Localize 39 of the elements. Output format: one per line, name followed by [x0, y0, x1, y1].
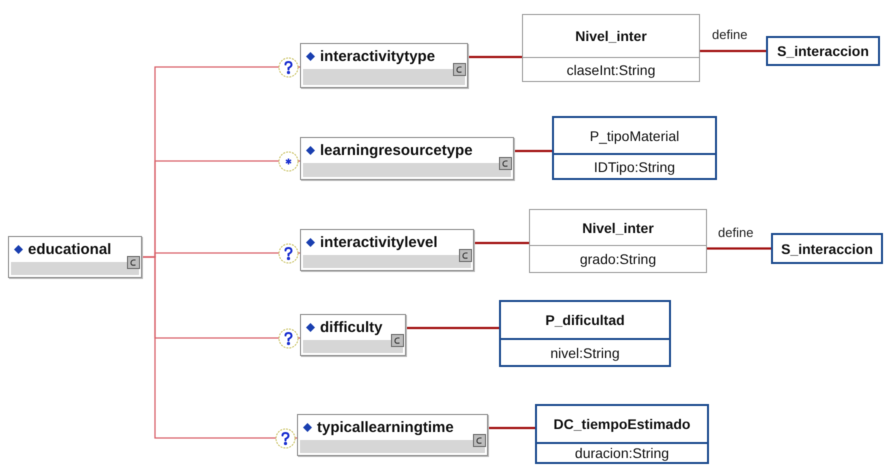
- element-box: [297, 414, 488, 456]
- class-box: S_interaccion: [771, 233, 883, 264]
- class-name: P_tipoMaterial: [590, 128, 680, 144]
- edge-label: define: [711, 27, 748, 42]
- class-box: [529, 209, 707, 273]
- element-box: [8, 236, 142, 278]
- element-name: typicallearningtime: [317, 419, 454, 436]
- attribute-text: duracion:String: [574, 445, 670, 461]
- attribute-text: nivel:String: [550, 344, 620, 360]
- class-name: Nivel_inter: [582, 220, 654, 236]
- connector-line: [406, 326, 499, 330]
- class-box: [499, 300, 671, 367]
- class-box: [535, 404, 709, 464]
- connector-line: [707, 247, 771, 250]
- element-box: [300, 314, 406, 356]
- edge-label: define: [717, 224, 754, 240]
- class-box: [552, 116, 717, 180]
- class-box: S_interaccion: [766, 36, 880, 66]
- connector-line: [468, 56, 522, 58]
- connector-line: [142, 256, 297, 439]
- element-name: difficulty: [320, 319, 382, 336]
- element-box: [300, 229, 474, 271]
- class-name: P_dificultad: [545, 312, 625, 328]
- attribute-text: grado:String: [580, 251, 656, 267]
- class-box: [522, 14, 700, 82]
- connector-line: [488, 426, 535, 430]
- connector-line: [474, 242, 529, 244]
- element-box: [300, 43, 468, 88]
- class-name: DC_tiempoEstimado: [554, 416, 690, 432]
- attribute-text: IDTipo:String: [594, 158, 676, 174]
- connector-line: [700, 50, 766, 52]
- element-name: educational: [28, 241, 112, 258]
- element-name: interactivitylevel: [320, 234, 438, 251]
- element-name: interactivitytype: [320, 48, 436, 65]
- attribute-text: claseInt:String: [566, 62, 656, 78]
- class-name: Nivel_inter: [575, 28, 647, 44]
- element-box: [300, 137, 514, 180]
- element-name: learningresourcetype: [320, 142, 473, 159]
- connector-line: [514, 150, 552, 152]
